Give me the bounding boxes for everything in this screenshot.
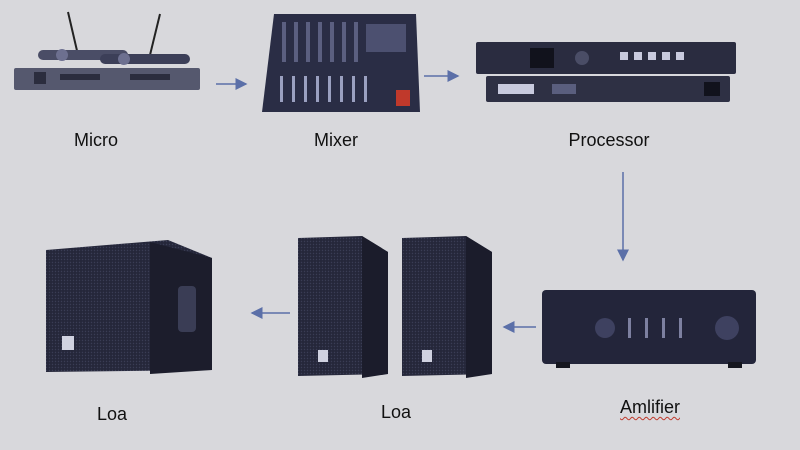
subwoofer-icon bbox=[46, 240, 212, 374]
node-label-micro: Micro bbox=[74, 130, 118, 150]
diagram-edges bbox=[216, 70, 629, 333]
node-label-speakers: Loa bbox=[380, 402, 412, 422]
node-label-mixer: Mixer bbox=[314, 130, 358, 150]
node-label-processor: Processor bbox=[568, 130, 650, 150]
node-label-amplifier: Amlifier bbox=[619, 397, 680, 417]
amplifier-icon bbox=[542, 290, 756, 368]
video-processor-icon bbox=[476, 42, 736, 102]
speaker-pair-icon bbox=[298, 236, 492, 378]
wireless-microphone-receiver-icon bbox=[14, 11, 200, 90]
node-label-subwoofer: Loa bbox=[96, 404, 128, 424]
audio-mixer-icon bbox=[262, 14, 420, 112]
